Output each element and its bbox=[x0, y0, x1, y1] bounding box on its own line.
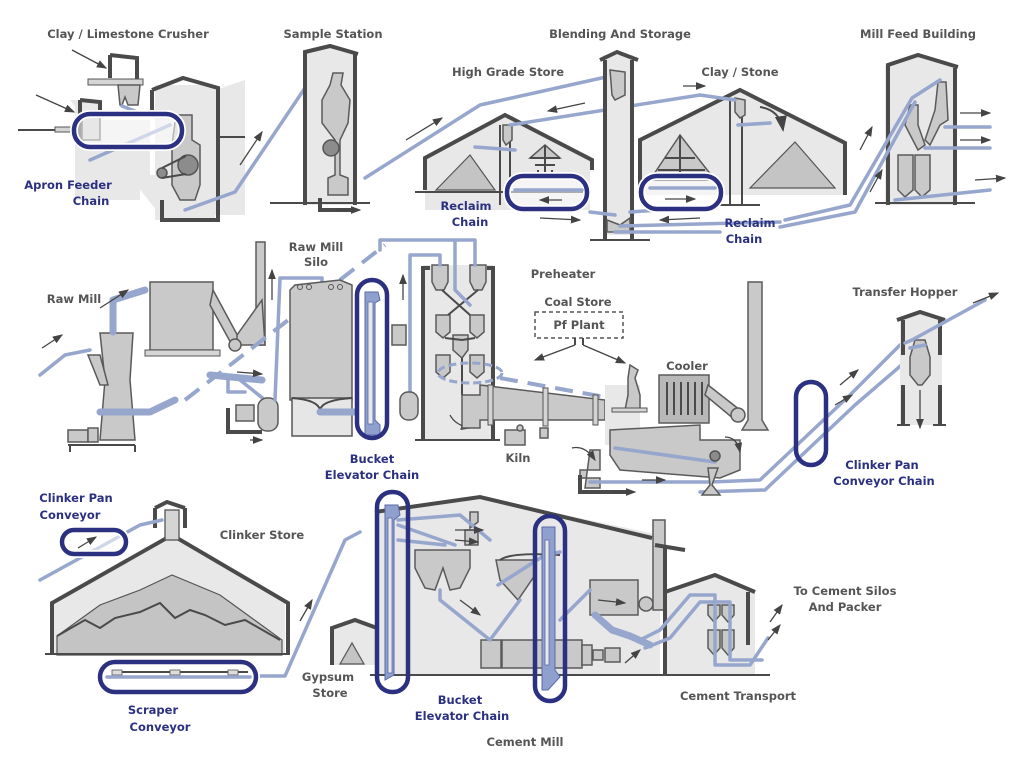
cement-mill-building bbox=[370, 494, 666, 676]
coal-store-pf-plant bbox=[533, 311, 627, 364]
label-apron-feeder-line2: Chain bbox=[73, 194, 110, 208]
label-clay-stone: Clay / Stone bbox=[701, 65, 778, 79]
mill-feed-building bbox=[778, 52, 1007, 229]
label-sample-station: Sample Station bbox=[283, 27, 382, 41]
gypsum-store bbox=[330, 617, 378, 665]
label-clinker-store: Clinker Store bbox=[220, 528, 305, 542]
kiln bbox=[461, 384, 606, 446]
raw-mill bbox=[38, 241, 266, 452]
label-preheater: Preheater bbox=[531, 267, 596, 281]
label-pf-plant: Pf Plant bbox=[553, 318, 605, 332]
reclaim-chain-2[interactable] bbox=[637, 172, 725, 213]
cement-transport-building bbox=[638, 543, 783, 676]
bucket-elevator-3 bbox=[541, 526, 561, 691]
label-clay-limestone-crusher: Clay / Limestone Crusher bbox=[47, 27, 209, 41]
label-bucket-elevator-a-line2: Elevator Chain bbox=[325, 468, 419, 482]
blending-tower bbox=[588, 49, 782, 241]
label-scraper-line1: Scraper bbox=[128, 703, 179, 717]
label-raw-mill-silo-line2: Silo bbox=[304, 255, 328, 269]
scraper-conveyor[interactable] bbox=[96, 658, 260, 696]
label-transfer-hopper: Transfer Hopper bbox=[853, 285, 958, 299]
clinker-store bbox=[38, 499, 362, 678]
label-cement-transport: Cement Transport bbox=[680, 689, 797, 703]
preheater bbox=[378, 238, 611, 441]
label-bucket-elevator-a-line1: Bucket bbox=[350, 452, 395, 466]
bucket-elevator-chain-2a[interactable] bbox=[374, 489, 411, 695]
bucket-elevator-chain-2b[interactable] bbox=[532, 513, 568, 704]
label-reclaim-a-line2: Chain bbox=[452, 215, 489, 229]
label-scraper-line2: Conveyor bbox=[130, 720, 191, 734]
label-raw-mill-silo-line1: Raw Mill bbox=[289, 240, 344, 254]
labels: Clay / Limestone Crusher Sample Station … bbox=[24, 27, 976, 749]
label-kiln: Kiln bbox=[506, 451, 531, 465]
sample-station bbox=[270, 43, 370, 214]
label-gypsum-line2: Store bbox=[312, 686, 347, 700]
label-reclaim-b-line2: Chain bbox=[726, 232, 763, 246]
clinker-pan-conveyor[interactable] bbox=[58, 526, 130, 558]
label-raw-mill: Raw Mill bbox=[47, 292, 102, 306]
bucket-elevator-1 bbox=[364, 291, 381, 436]
label-reclaim-b-line1: Reclaim bbox=[724, 216, 775, 230]
label-coal-store: Coal Store bbox=[544, 295, 611, 309]
label-apron-feeder-line1: Apron Feeder bbox=[24, 178, 112, 192]
label-clinker-pan-chain-line2: Conveyor Chain bbox=[833, 474, 934, 488]
label-clinker-pan-line1: Clinker Pan bbox=[39, 491, 112, 505]
label-mill-feed-building: Mill Feed Building bbox=[860, 27, 976, 41]
raw-meal-feed bbox=[206, 268, 324, 444]
label-high-grade-store: High Grade Store bbox=[452, 65, 564, 79]
label-reclaim-a-line1: Reclaim bbox=[440, 199, 491, 213]
label-cooler: Cooler bbox=[666, 359, 708, 373]
clinker-pan-conveyor-chain[interactable] bbox=[793, 379, 829, 468]
bucket-elevator-chain-1[interactable] bbox=[354, 277, 390, 441]
clay-stone-store bbox=[638, 82, 847, 224]
raw-mill-silo bbox=[289, 279, 359, 437]
label-to-cement-silos-line1: To Cement Silos bbox=[794, 584, 897, 598]
label-cement-mill: Cement Mill bbox=[487, 735, 564, 749]
transfer-hopper bbox=[834, 292, 1000, 430]
cooler bbox=[571, 281, 907, 496]
label-clinker-pan-line2: Conveyor bbox=[40, 508, 101, 522]
label-bucket-elevator-b-line1: Bucket bbox=[438, 693, 483, 707]
label-gypsum-line1: Gypsum bbox=[302, 670, 354, 684]
label-bucket-elevator-b-line2: Elevator Chain bbox=[415, 709, 509, 723]
bucket-elevator-2 bbox=[384, 504, 401, 681]
label-to-cement-silos-line2: And Packer bbox=[809, 600, 882, 614]
label-clinker-pan-chain-line1: Clinker Pan bbox=[845, 458, 918, 472]
label-blending-storage: Blending And Storage bbox=[549, 27, 691, 41]
reclaim-chain-1[interactable] bbox=[503, 172, 591, 213]
apron-feeder-chain[interactable] bbox=[70, 110, 186, 151]
